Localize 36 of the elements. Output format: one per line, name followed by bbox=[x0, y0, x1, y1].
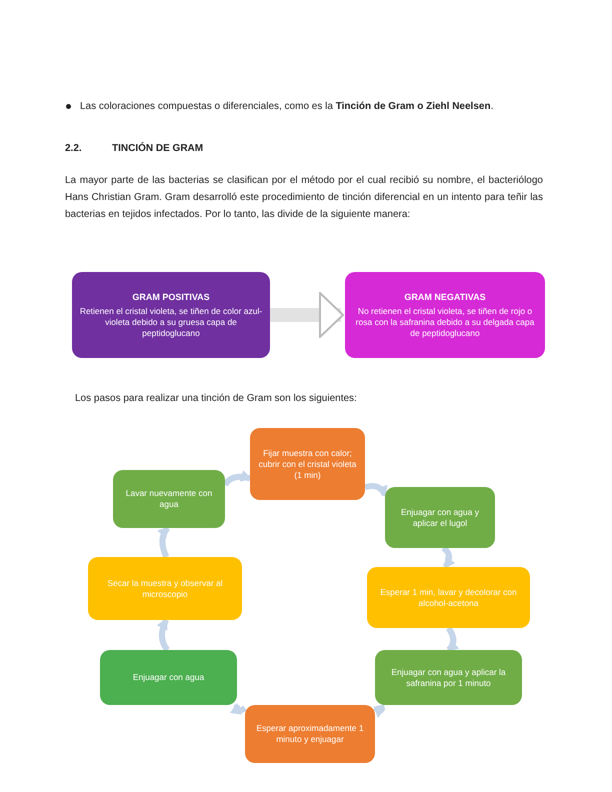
box-text: Retienen el cristal violeta, se tiñen de color azul-violeta debido a su gruesa capa de peptidoglucano bbox=[78, 306, 264, 338]
section-number: 2.2. bbox=[65, 142, 83, 156]
box-text: Fijar muestra con calor; cubrir con el cristal violeta (1 min) bbox=[258, 448, 358, 480]
box-text: Esperar aproximadamente 1 minuto y enjuagar bbox=[255, 723, 365, 745]
cycle-arrow bbox=[230, 702, 247, 714]
box-text: Secar la muestra y observar al microscopio bbox=[106, 578, 224, 600]
cycle-arrow bbox=[446, 626, 460, 652]
box-text: Esperar 1 min, lavar y decolorar con alcohol-acetona bbox=[379, 586, 518, 608]
paragraph: Los pasos para realizar una tinción de Gram son los siguientes: bbox=[75, 392, 358, 406]
box-text: Enjuagar con agua y aplicar la safranina por 1 minuto bbox=[390, 666, 507, 688]
box-heading: GRAM NEGATIVAS bbox=[404, 292, 486, 302]
step-box bbox=[88, 557, 242, 620]
cycle-arrow bbox=[364, 483, 388, 498]
step-box bbox=[113, 470, 225, 528]
cycle-arrow bbox=[442, 546, 456, 569]
step-box bbox=[367, 567, 530, 628]
section-heading: TINCIÓN DE GRAM bbox=[112, 141, 204, 156]
step-box bbox=[385, 487, 495, 548]
category-box bbox=[72, 272, 270, 358]
box-text: Enjuagar con agua bbox=[132, 672, 204, 683]
step-box bbox=[250, 428, 365, 500]
category-box bbox=[345, 272, 545, 358]
step-box bbox=[245, 705, 375, 763]
block-arrow bbox=[270, 292, 344, 338]
cycle-arrow bbox=[373, 704, 386, 718]
box-text: No retienen el cristal violeta, se tiñen de rojo o rosa con la safranina debido a su delgada capa de peptidoglucano bbox=[354, 306, 536, 338]
box-text: Lavar nuevamente con agua bbox=[124, 488, 214, 510]
bullet-text: Las coloraciones compuestas o diferenciales, como es la Tinción de Gram o Ziehl Neelsen. bbox=[80, 100, 494, 114]
cycle-arrow bbox=[222, 470, 252, 487]
cycle-arrow bbox=[156, 618, 170, 652]
paragraph: La mayor parte de las bacterias se clasifican por el método por el cual recibió su nombre, el bacteriólogo Hans Christian Gram. Gram desarrolló este procedimiento de tinción diferencial en un intento para teñir las bacterias en tejidos infectados. Por lo tanto, las divide de la siguiente manera: bbox=[65, 174, 543, 222]
box-heading: GRAM POSITIVAS bbox=[132, 292, 210, 302]
step-box bbox=[100, 650, 237, 705]
step-box bbox=[375, 650, 522, 705]
cycle-arrow bbox=[157, 526, 170, 558]
box-text: Enjuagar con agua y aplicar el lugol bbox=[400, 506, 480, 528]
